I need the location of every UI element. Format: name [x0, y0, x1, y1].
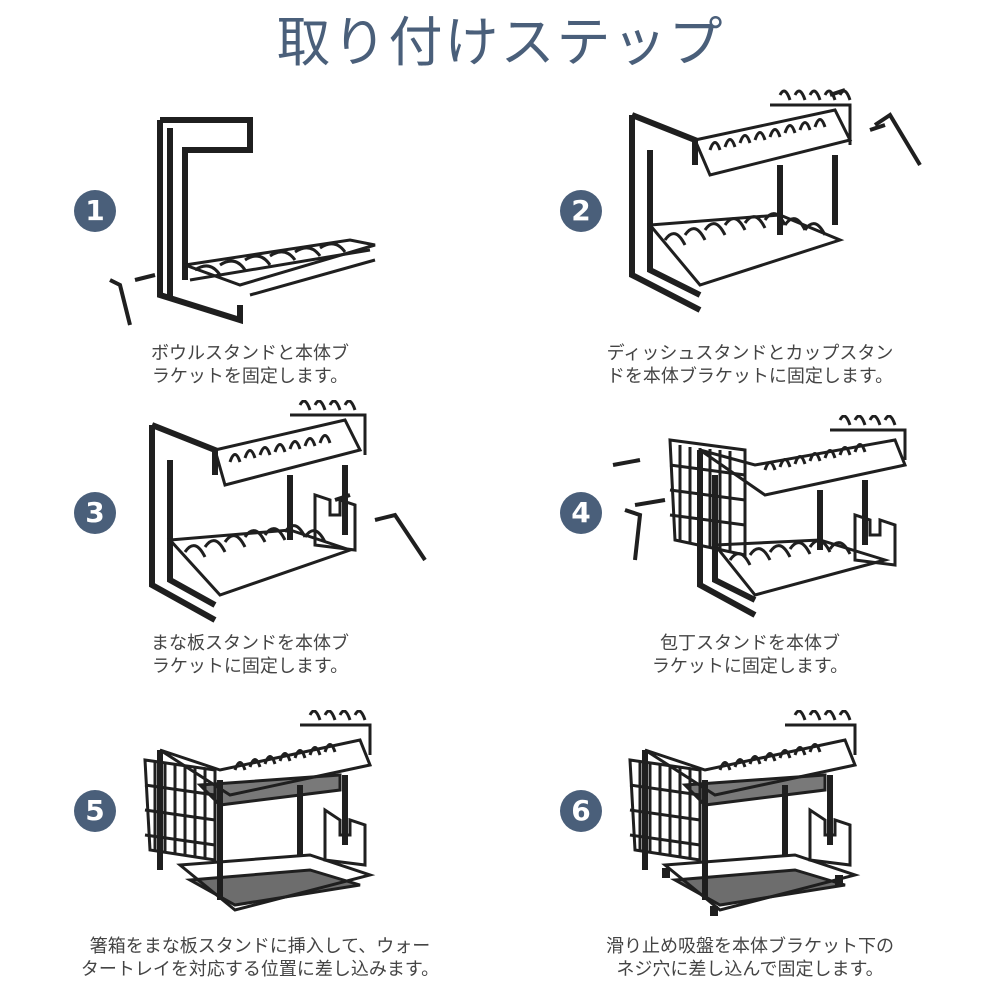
step-number-badge: 4: [560, 492, 602, 534]
step-number-badge: 5: [74, 790, 116, 832]
step-caption: 滑り止め吸盤を本体ブラケット下の ネジ穴に差し込んで固定します。: [606, 936, 894, 980]
knife-stand-illustration: [612, 415, 908, 618]
step-caption: ディッシュスタンドとカップスタン ドを本体ブラケットに固定します。: [606, 343, 894, 387]
step-caption: 箸箱をまな板スタンドに挿入して、ウォー タートレイを対応する位置に差し込みます。: [80, 936, 440, 980]
bowl-stand-bracket-illustration: [109, 117, 376, 326]
cutting-board-stand-illustration: [149, 400, 427, 623]
step-caption: まな板スタンドを本体ブ ラケットに固定します。: [151, 633, 349, 677]
page-title: 取り付けステップ: [276, 11, 725, 74]
anti-slip-suction-cup-illustration: [628, 710, 861, 916]
step-caption: 包丁スタンドを本体ブ ラケットに固定します。: [651, 633, 849, 677]
chopstick-box-water-tray-illustration: [143, 710, 376, 912]
dish-cup-stand-illustration: [629, 88, 922, 313]
step-caption: ボウルスタンドと本体ブ ラケットを固定します。: [151, 343, 349, 387]
step-number-badge: 1: [74, 190, 116, 232]
step-number-badge: 2: [560, 190, 602, 232]
step-number-badge: 6: [560, 790, 602, 832]
step-number-badge: 3: [74, 492, 116, 534]
